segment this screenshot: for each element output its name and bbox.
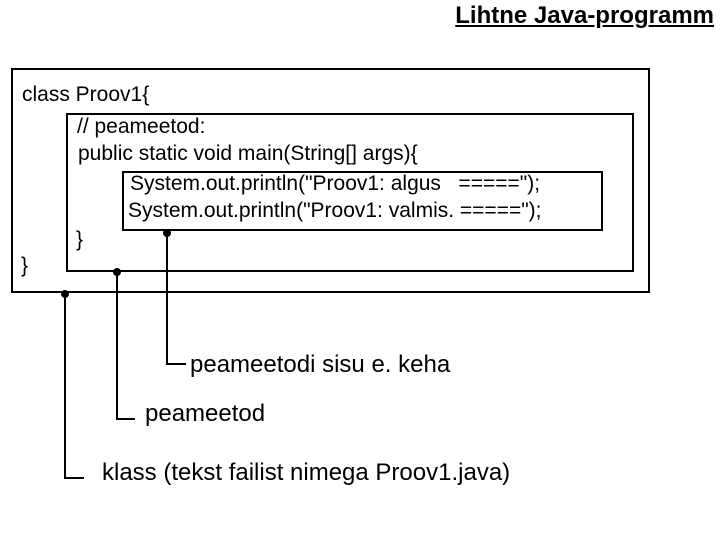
code-class-close: } (21, 254, 29, 277)
slide-title: Lihtne Java-programm (455, 2, 714, 29)
code-main-signature: public static void main(String[] args){ (78, 142, 418, 165)
method-label: peameetod (145, 400, 266, 427)
method-body-connector-vertical (166, 233, 168, 365)
class-box (11, 68, 650, 293)
code-method-close: } (76, 228, 84, 251)
method-body-label: peameetodi sisu e. keha (190, 351, 451, 378)
method-connector-horizontal (116, 418, 135, 420)
code-println-2: System.out.println("Proov1: valmis. ====… (128, 199, 542, 222)
method-body-connector-horizontal (166, 363, 186, 365)
method-box (66, 113, 634, 272)
method-body-box (122, 171, 603, 231)
class-connector-horizontal (64, 477, 84, 479)
method-connector-vertical (116, 272, 118, 420)
code-class-open: class Proov1{ (22, 83, 150, 106)
code-comment: // peameetod: (77, 115, 206, 138)
class-label: klass (tekst failist nimega Proov1.java) (102, 459, 511, 486)
class-connector-vertical (64, 294, 66, 479)
code-println-1: System.out.println("Proov1: algus ====="… (130, 172, 541, 195)
